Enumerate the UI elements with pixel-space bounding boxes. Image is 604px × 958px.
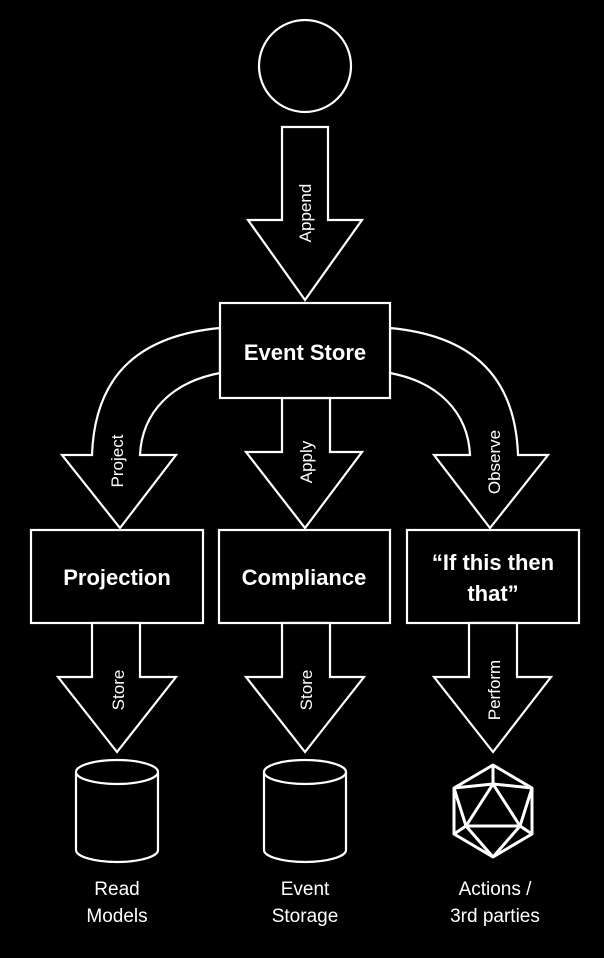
actions-caption-line1: Actions / <box>459 879 533 900</box>
perform-arrow-label: Perform <box>485 660 504 720</box>
store-arrow-left: Store <box>55 621 179 754</box>
icosahedron-icon <box>452 763 534 859</box>
observe-arrow-label: Observe <box>485 430 504 494</box>
append-arrow: Append <box>245 125 365 302</box>
ifttt-label-line1: “If this then <box>432 550 554 575</box>
store-arrow-middle: Store <box>243 621 367 754</box>
project-arrow: Project <box>59 326 222 530</box>
apply-arrow-label: Apply <box>297 440 316 483</box>
observe-arrow: Observe <box>388 326 551 530</box>
actions-caption-line2: 3rd parties <box>450 906 540 927</box>
store-arrow-left-label: Store <box>109 670 128 711</box>
perform-arrow: Perform <box>431 621 554 754</box>
projection-node: Projection <box>29 528 205 625</box>
store-arrow-middle-label: Store <box>297 670 316 711</box>
compliance-label: Compliance <box>242 565 367 590</box>
event-storage-caption-line2: Storage <box>272 906 339 927</box>
database-icon <box>262 758 348 864</box>
projection-label: Projection <box>63 565 171 590</box>
ifttt-node: “If this then that” <box>405 528 581 625</box>
event-store-node: Event Store <box>218 301 392 400</box>
event-storage-caption-line1: Event <box>281 879 330 900</box>
read-models-caption-line1: Read <box>94 879 139 900</box>
append-arrow-label: Append <box>296 184 315 243</box>
database-icon <box>74 758 160 864</box>
event-store-label: Event Store <box>244 340 366 365</box>
ifttt-label-line2: that” <box>467 581 518 606</box>
compliance-node: Compliance <box>217 528 392 625</box>
read-models-caption-line2: Models <box>86 906 147 927</box>
project-arrow-label: Project <box>108 434 127 487</box>
start-node-circle <box>257 18 353 114</box>
apply-arrow: Apply <box>243 396 365 530</box>
